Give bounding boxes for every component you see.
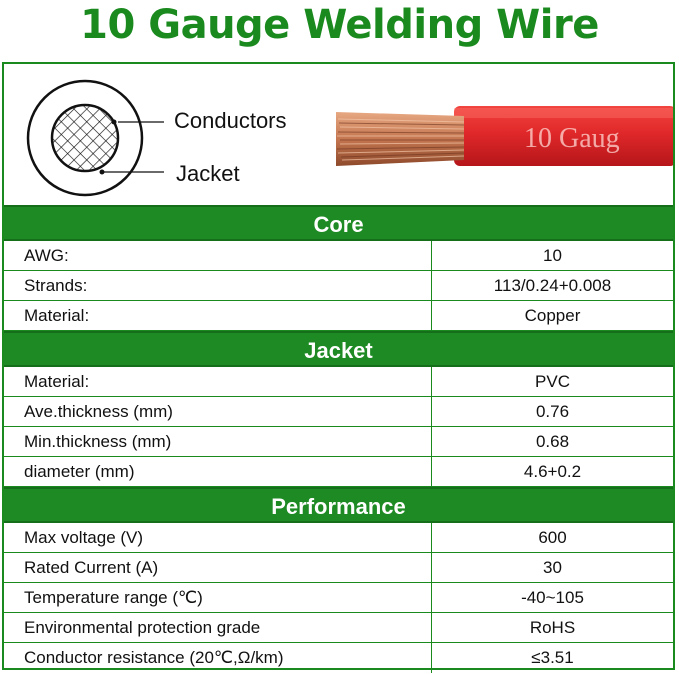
- hero-area: 10 Gaug Conductors Jacket: [4, 64, 673, 205]
- row-key: AWG:: [4, 241, 432, 270]
- table-row: Temperature range (℃) -40~105: [4, 583, 673, 613]
- row-value: -40~105: [521, 588, 584, 607]
- row-key: Material:: [4, 367, 432, 396]
- row-key: Min.thickness (mm): [4, 427, 432, 456]
- table-row: diameter (mm) 4.6+0.2: [4, 457, 673, 487]
- spec-table: Core AWG: 10 Strands: 113/0.24+0.008 Mat…: [4, 205, 673, 673]
- table-row: Material: Copper: [4, 301, 673, 331]
- page-title: 10 Gauge Welding Wire: [80, 2, 599, 48]
- row-value: Copper: [524, 306, 581, 325]
- row-value: 0.76: [535, 402, 570, 421]
- row-key: Rated Current (A): [4, 553, 432, 582]
- cable-cross-section-diagram: 10 Gaug: [26, 79, 673, 197]
- row-value: 600: [538, 528, 567, 547]
- table-row: Strands: 113/0.24+0.008: [4, 271, 673, 301]
- row-value: PVC: [535, 372, 570, 391]
- section-header-performance: Performance: [4, 487, 673, 523]
- row-key: diameter (mm): [4, 457, 432, 486]
- table-row: Rated Current (A) 30: [4, 553, 673, 583]
- row-key: Ave.thickness (mm): [4, 397, 432, 426]
- table-row: Environmental protection grade RoHS: [4, 613, 673, 643]
- spec-frame: [2, 62, 675, 670]
- row-value: ≤3.51: [531, 648, 574, 667]
- row-value: 113/0.24+0.008: [493, 276, 612, 295]
- table-row: AWG: 10: [4, 241, 673, 271]
- row-key: Strands:: [4, 271, 432, 300]
- table-row: Max voltage (V) 600: [4, 523, 673, 553]
- row-key: Max voltage (V): [4, 523, 432, 552]
- table-row: Min.thickness (mm) 0.68: [4, 427, 673, 457]
- section-header-jacket: Jacket: [4, 331, 673, 367]
- table-row: Ave.thickness (mm) 0.76: [4, 397, 673, 427]
- row-key: Conductor resistance (20℃,Ω/km): [4, 643, 432, 673]
- conductor-core: [50, 103, 120, 173]
- row-key: Temperature range (℃): [4, 583, 432, 612]
- row-key: Environmental protection grade: [4, 613, 432, 642]
- wire-print-text: 10 Gaug: [524, 123, 620, 154]
- section-header-core: Core: [4, 205, 673, 241]
- table-row: Conductor resistance (20℃,Ω/km) ≤3.51: [4, 643, 673, 673]
- row-key: Material:: [4, 301, 432, 330]
- row-value: 10: [543, 246, 562, 265]
- red-wire-jacket: [454, 106, 673, 166]
- conductors-label: Conductors: [174, 108, 287, 133]
- row-value: RoHS: [529, 618, 576, 637]
- row-value: 0.68: [535, 432, 570, 451]
- row-value: 4.6+0.2: [523, 462, 582, 481]
- table-row: Material: PVC: [4, 367, 673, 397]
- row-value: 30: [543, 558, 562, 577]
- jacket-label: Jacket: [176, 161, 240, 186]
